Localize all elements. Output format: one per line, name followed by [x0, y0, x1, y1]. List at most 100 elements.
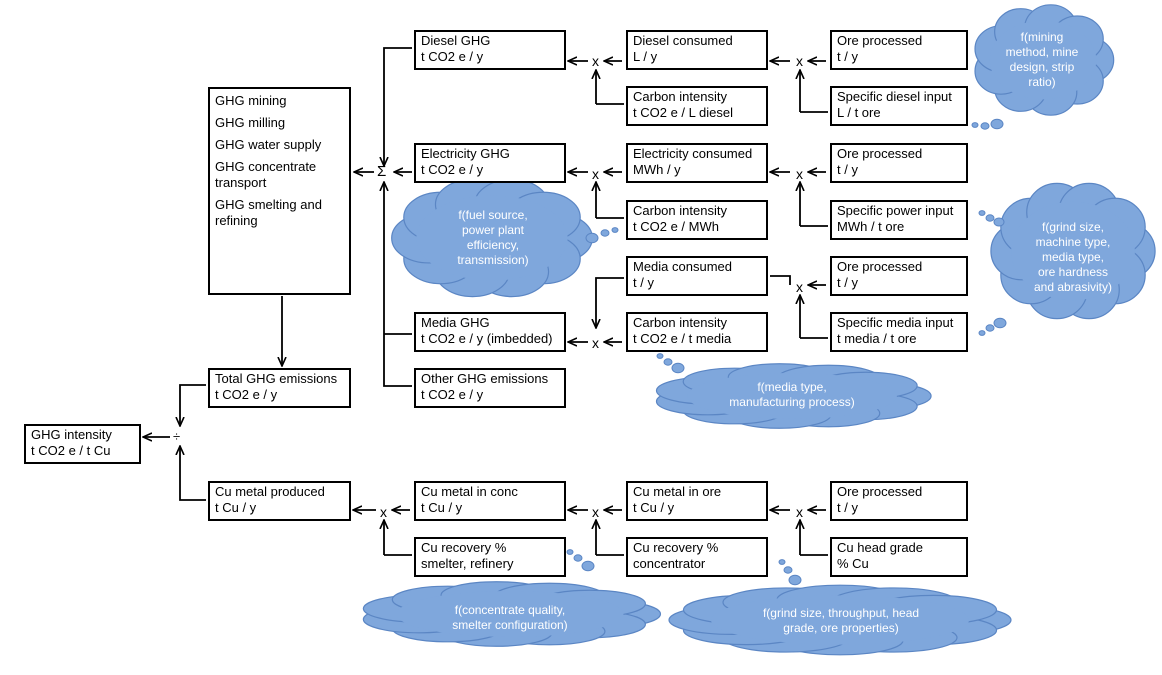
- box-title: Electricity consumed: [633, 146, 753, 161]
- electricity-consumed-box: Electricity consumed MWh / y: [626, 143, 768, 183]
- cloud-throughput-text: f(grind size, throughput, head grade, or…: [716, 606, 966, 636]
- electricity-ghg-box: Electricity GHG t CO2 e / y: [414, 143, 566, 183]
- box-unit: t / y: [633, 275, 654, 290]
- box-unit: t Cu / y: [633, 500, 675, 515]
- box-title: Ore processed: [837, 484, 923, 499]
- box-title: Media GHG: [421, 315, 490, 330]
- ore-processed-box-2: Ore processed t / y: [830, 143, 968, 183]
- carbon-intensity-mwh-box: Carbon intensity t CO2 e / MWh: [626, 200, 768, 240]
- specific-diesel-input-box: Specific diesel input L / t ore: [830, 86, 968, 126]
- ore-processed-box-1: Ore processed t / y: [830, 30, 968, 70]
- cloud-fuel-text: f(fuel source, power plant efficiency, t…: [418, 208, 568, 268]
- cu-metal-in-ore-box: Cu metal in ore t Cu / y: [626, 481, 768, 521]
- media-ghg-box: Media GHG t CO2 e / y (imbedded): [414, 312, 566, 352]
- multiply-operator: x: [796, 279, 803, 295]
- box-title: Specific media input: [837, 315, 954, 330]
- box-unit: t CO2 e / y (imbedded): [421, 331, 553, 346]
- box-unit: t media / t ore: [837, 331, 917, 346]
- sum-operator: Σ: [377, 163, 387, 180]
- cloud-line: power plant: [461, 223, 525, 237]
- box-title: Diesel GHG: [421, 33, 491, 48]
- box-title: Carbon intensity: [633, 89, 727, 104]
- cloud-throughput: [668, 584, 1012, 656]
- cloud-grind-tail: [978, 210, 1007, 336]
- cloud-line: manufacturing process): [729, 395, 855, 409]
- specific-power-input-box: Specific power input MWh / t ore: [830, 200, 968, 240]
- cloud-line: and abrasivity): [1033, 280, 1113, 294]
- cu-recovery-smelter-box: Cu recovery % smelter, refinery: [414, 537, 566, 577]
- box-title: Other GHG emissions: [421, 371, 549, 386]
- cloud-line: efficiency,: [466, 238, 520, 252]
- cloud-line: ratio): [1028, 75, 1056, 89]
- multiply-operator: x: [796, 53, 803, 69]
- cloud-concentrate-text: f(concentrate quality, smelter configura…: [400, 603, 620, 633]
- cloud-throughput-tail: [778, 559, 802, 586]
- multiply-operator: x: [796, 166, 803, 182]
- cu-head-grade-box: Cu head grade % Cu: [830, 537, 968, 577]
- box-title: GHG intensity: [31, 427, 112, 442]
- box-title: Carbon intensity: [633, 315, 727, 330]
- cu-metal-in-conc-box: Cu metal in conc t Cu / y: [414, 481, 566, 521]
- cloud-concentrate: [362, 581, 662, 647]
- cloud-line: f(concentrate quality,: [454, 603, 566, 617]
- box-title: Electricity GHG: [421, 146, 510, 161]
- connector-arrow: [180, 446, 206, 501]
- specific-media-input-box: Specific media input t media / t ore: [830, 312, 968, 352]
- box-title: Cu recovery %: [633, 540, 719, 555]
- cloud-grind: [990, 182, 1156, 320]
- box-title: Cu head grade: [837, 540, 924, 555]
- box-unit: MWh / t ore: [837, 219, 905, 234]
- box-title: Media consumed: [633, 259, 732, 274]
- box-title: Cu metal in ore: [633, 484, 722, 499]
- cloud-line: ore hardness: [1037, 265, 1109, 279]
- box-title: Carbon intensity: [633, 203, 727, 218]
- multiply-operator: x: [380, 504, 387, 520]
- ore-processed-box-4: Ore processed t / y: [830, 481, 968, 521]
- cloud-line: f(mining: [1020, 30, 1064, 44]
- cloud-media: [655, 363, 932, 429]
- other-ghg-box: Other GHG emissions t CO2 e / y: [414, 368, 566, 408]
- total-ghg-box: Total GHG emissions t CO2 e / y: [208, 368, 351, 408]
- cloud-grind-text: f(grind size, machine type, media type, …: [1008, 220, 1138, 295]
- multiply-operator: x: [592, 335, 599, 351]
- cloud-line: f(media type,: [757, 380, 827, 394]
- cloud-line: media type,: [1041, 250, 1105, 264]
- connector-arrow: [384, 47, 412, 166]
- box-unit: % Cu: [837, 556, 869, 571]
- cloud-line: smelter configuration): [452, 618, 568, 632]
- cloud-media-text: f(media type, manufacturing process): [692, 380, 892, 410]
- cloud-line: f(fuel source,: [458, 208, 528, 222]
- box-unit: t CO2 e / t Cu: [31, 443, 111, 458]
- box-unit: t / y: [837, 275, 858, 290]
- box-unit: concentrator: [633, 556, 706, 571]
- cloud-line: f(grind size,: [1041, 220, 1105, 234]
- multiply-operator: x: [796, 504, 803, 520]
- cloud-concentrate-tail: [566, 549, 595, 572]
- connector-arrow: [384, 182, 412, 387]
- cloud-line: method, mine: [1005, 45, 1079, 59]
- multiply-operator: x: [592, 504, 599, 520]
- cloud-line: transmission): [457, 253, 529, 267]
- connector-line: [770, 275, 791, 285]
- ghg-source-item: GHG smelting and refining: [215, 197, 322, 228]
- box-title: Specific power input: [837, 203, 954, 218]
- box-unit: t CO2 e / y: [421, 49, 484, 64]
- box-unit: t / y: [837, 162, 858, 177]
- ghg-source-item: GHG concentrate transport: [215, 159, 317, 190]
- multiply-operator: x: [592, 166, 599, 182]
- cloud-mining-text: f(mining method, mine design, strip rati…: [992, 30, 1092, 90]
- connector-arrow: [596, 277, 624, 328]
- box-title: Total GHG emissions: [215, 371, 338, 386]
- ghg-source-item: GHG milling: [215, 115, 286, 130]
- cloud-line: grade, ore properties): [783, 621, 899, 635]
- carbon-intensity-media-box: Carbon intensity t CO2 e / t media: [626, 312, 768, 352]
- box-title: Ore processed: [837, 33, 923, 48]
- media-consumed-box: Media consumed t / y: [626, 256, 768, 296]
- cloud-mining-tail: [971, 118, 1004, 130]
- ore-processed-box-3: Ore processed t / y: [830, 256, 968, 296]
- box-unit: t CO2 e / y: [421, 162, 484, 177]
- box-title: Cu metal in conc: [421, 484, 518, 499]
